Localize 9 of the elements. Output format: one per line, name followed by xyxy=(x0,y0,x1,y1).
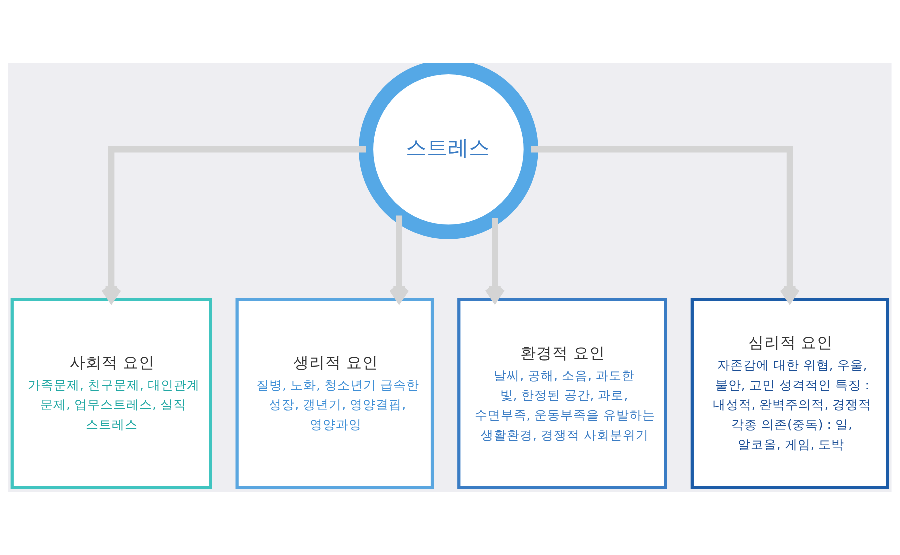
node-circle: 스트레스 xyxy=(358,63,538,240)
node-box: 사회적 요인 가족문제, 친구문제, 대인관계 문제, 업무스트레스, 실직 스트레스 xyxy=(10,298,212,490)
node-box: 환경적 요인 날씨, 공해, 소음, 과도한 빛, 한정된 공간, 과로, 수면부족, 운동부족을 유발하는 생활환경, 경쟁적 사회분위기 xyxy=(458,298,668,490)
arrow xyxy=(531,146,800,304)
arrow xyxy=(389,216,410,304)
arrow xyxy=(101,146,366,304)
node-box: 심리적 요인 자존감에 대한 위협, 우울, 불안, 고민 성격적인 특징 : 내성적, 완벽주의적, 경쟁적 각종 의존(중독) : 일, 알코올, 게임, 도박 xyxy=(690,298,890,490)
arrow xyxy=(484,218,506,303)
node-box: 생리적 요인 질병, 노화, 청소년기 급속한 성장, 갱년기, 영양결핍, 영양과잉 xyxy=(236,298,434,490)
